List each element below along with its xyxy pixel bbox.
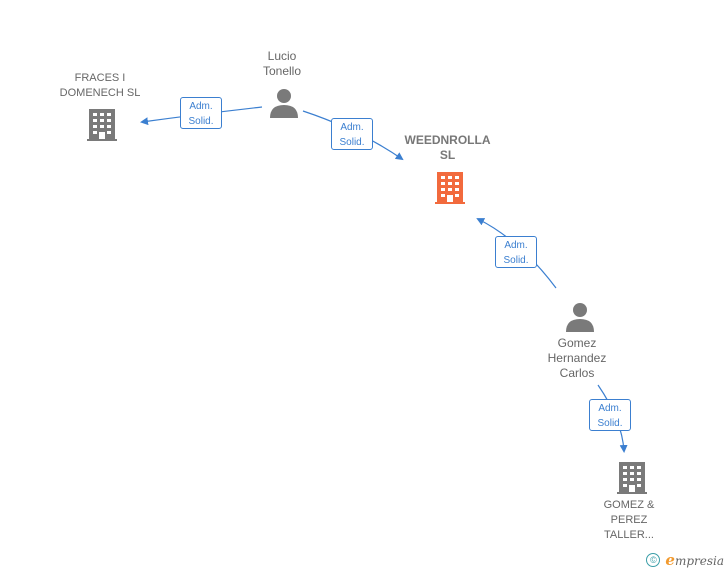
role-box-gomez-weednrolla: Adm. Solid. (495, 236, 537, 268)
person-label-gomez[interactable]: Gomez Hernandez Carlos (547, 336, 607, 380)
person-icon[interactable] (565, 302, 595, 332)
company-label-gomez-perez[interactable]: GOMEZ & PEREZ TALLER... (603, 499, 655, 541)
role-label: Adm. (340, 122, 364, 133)
role-label: Solid. (597, 418, 623, 429)
brand-logo: empresia (665, 551, 724, 569)
person-label-lucio[interactable]: Lucio Tonello (262, 49, 302, 78)
role-label: Adm. (598, 403, 622, 414)
brand-initial: e (665, 551, 675, 569)
role-box-lucio-fraces: Adm. Solid. (180, 97, 222, 129)
copyright-icon: © (646, 553, 661, 567)
role-label: Solid. (339, 137, 365, 148)
role-label: Adm. (504, 240, 528, 251)
brand-rest: mpresia (674, 554, 724, 568)
role-label: Solid. (503, 255, 529, 266)
building-icon[interactable] (616, 460, 648, 494)
company-label-weednrolla[interactable]: WEEDNROLLA SL (404, 133, 491, 162)
role-label: Adm. (189, 101, 213, 112)
role-label: Solid. (188, 116, 214, 127)
company-label-fraces[interactable]: FRACES I DOMENECH SL (59, 72, 141, 99)
role-box-gomez-company: Adm. Solid. (589, 399, 631, 431)
building-icon[interactable] (86, 107, 118, 141)
person-icon[interactable] (269, 88, 299, 118)
building-icon-main[interactable] (434, 170, 466, 204)
role-box-lucio-weednrolla: Adm. Solid. (331, 118, 373, 150)
footer-brand: © empresia (646, 551, 724, 569)
